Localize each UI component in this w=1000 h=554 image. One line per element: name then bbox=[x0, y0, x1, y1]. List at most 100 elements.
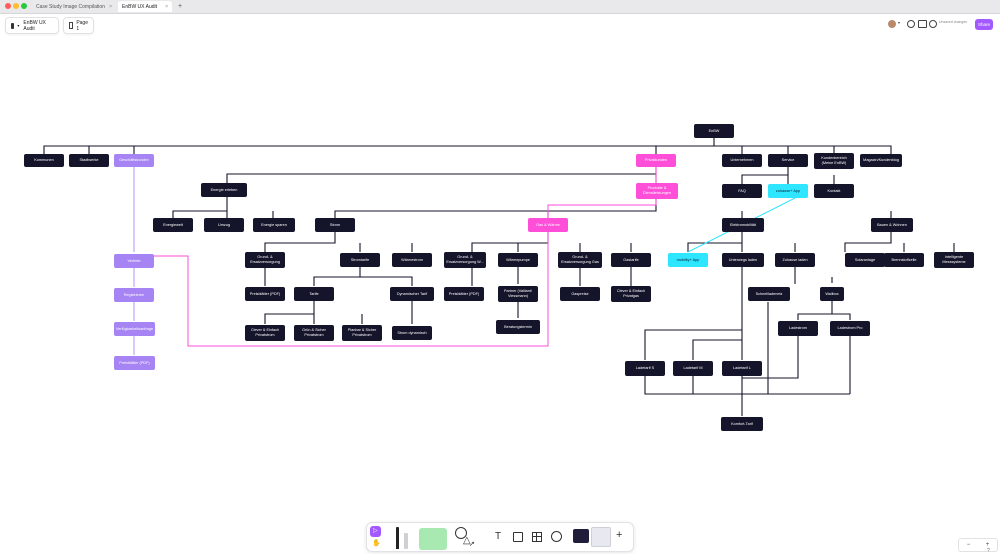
node-partner[interactable]: Partner (Vaillant/ Viessmann) bbox=[498, 286, 538, 302]
more-tools-icon[interactable]: + bbox=[616, 529, 623, 541]
section-tool-icon[interactable] bbox=[513, 532, 523, 542]
timer-icon[interactable] bbox=[929, 20, 937, 28]
node-vertrieb[interactable]: Vertrieb bbox=[114, 254, 154, 268]
figjam-logo-icon[interactable] bbox=[11, 22, 15, 29]
connector-arrow-icon[interactable]: ↗ bbox=[469, 541, 475, 548]
node-produkte-dienstleistungen[interactable]: Produkte & Dienstleistungen bbox=[636, 183, 678, 199]
select-tool-button[interactable] bbox=[370, 526, 381, 537]
node-umzug[interactable]: Umzug bbox=[204, 218, 244, 232]
node-magazin[interactable]: Magazin/Kundenblog bbox=[860, 154, 902, 167]
marker-tool[interactable] bbox=[404, 533, 408, 549]
new-tab-button[interactable]: + bbox=[178, 3, 183, 10]
node-beratungstermin[interactable]: Beratungstermin bbox=[496, 320, 540, 334]
node-solaranlage[interactable]: Solaranlage bbox=[845, 253, 885, 267]
close-window-icon[interactable] bbox=[5, 3, 11, 9]
node-verfuegbarkeitsanfrage[interactable]: Verfügbarkeitsanfrage bbox=[114, 322, 155, 336]
chevron-down-icon[interactable]: ▾ bbox=[17, 23, 20, 28]
node-unternehmen[interactable]: Unternehmen bbox=[722, 154, 762, 167]
widgets-tool[interactable] bbox=[573, 529, 589, 543]
zoom-controls: − + bbox=[958, 538, 998, 552]
node-energie-erleben[interactable]: Energie erleben bbox=[201, 183, 247, 197]
shape-circle-icon[interactable] bbox=[455, 527, 467, 539]
node-bauen-wohnen[interactable]: Bauen & Wohnen bbox=[871, 218, 913, 232]
node-energie-sparen[interactable]: Energie sparen bbox=[253, 218, 295, 232]
node-energiewelt[interactable]: Energiewelt bbox=[153, 218, 193, 232]
node-clever-strom[interactable]: Clever & Einfach Privatstrom bbox=[245, 325, 285, 341]
whiteboard-canvas[interactable] bbox=[0, 14, 1000, 554]
file-menu-pill[interactable]: ▾ EnBW UX Audit bbox=[5, 17, 59, 34]
node-geschaeftskunden[interactable]: Geschäftskunden bbox=[114, 154, 154, 167]
templates-tool[interactable] bbox=[591, 527, 611, 547]
node-waermestrom[interactable]: Wärmestrom bbox=[392, 253, 432, 267]
node-stadtwerke[interactable]: Stadtwerke bbox=[69, 154, 109, 167]
close-tab-icon[interactable]: × bbox=[165, 3, 168, 10]
node-grund-gas[interactable]: Grund- & Ersatzversorgung Gas bbox=[558, 252, 602, 268]
help-button[interactable]: ? bbox=[987, 548, 990, 554]
present-icon[interactable] bbox=[918, 20, 927, 28]
tab-case-study[interactable]: Case Study Image Compilation × bbox=[32, 1, 116, 12]
shape-triangle-icon[interactable]: △ bbox=[463, 535, 471, 546]
comment-icon[interactable] bbox=[907, 20, 915, 28]
node-messsysteme[interactable]: Intelligente Messsysteme bbox=[934, 252, 974, 268]
node-wallbox[interactable]: Wallbox bbox=[820, 287, 844, 301]
zoom-out-button[interactable]: − bbox=[966, 542, 971, 548]
node-komfort-tarif[interactable]: Komfort-Tarif bbox=[721, 417, 763, 431]
close-tab-icon[interactable]: × bbox=[109, 3, 112, 10]
file-name[interactable]: EnBW UX Audit bbox=[23, 19, 46, 32]
node-grund-strom[interactable]: Grund- & Ersatzversorgung bbox=[245, 252, 285, 268]
node-ladetarif-m[interactable]: Ladetarif M bbox=[673, 361, 713, 376]
node-dynamischer-tarif[interactable]: Dynamischer Tarif bbox=[390, 287, 434, 301]
node-faq[interactable]: FAQ bbox=[722, 184, 762, 198]
node-preisblaetter-waerme[interactable]: Preisblätter (PDF) bbox=[444, 287, 484, 301]
node-registrieren[interactable]: Registrieren bbox=[114, 288, 154, 302]
node-preisblaetter-gk[interactable]: Preisblätter (PDF) bbox=[114, 356, 155, 370]
node-kundenbereich[interactable]: Kundenbereich (Meine EnBW) bbox=[814, 153, 854, 169]
node-strom[interactable]: Strom bbox=[315, 218, 355, 232]
minimize-window-icon[interactable] bbox=[13, 3, 19, 9]
node-zuhause-laden[interactable]: Zuhause laden bbox=[775, 253, 815, 267]
node-brennstoffzelle[interactable]: Brennstoffzelle bbox=[884, 253, 924, 267]
node-preisblaetter-strom[interactable]: Preisblätter (PDF) bbox=[245, 287, 285, 301]
node-elektromobilitaet[interactable]: Elektromobilität bbox=[722, 218, 764, 232]
share-button[interactable]: Share bbox=[975, 19, 993, 30]
node-ladetarif-l[interactable]: Ladetarif L bbox=[722, 361, 762, 376]
node-schnellladenetz[interactable]: Schnellladenetz bbox=[748, 287, 790, 301]
node-clever-gas[interactable]: Clever & Einfach Privatgas bbox=[611, 286, 651, 302]
browser-tab-bar: Case Study Image Compilation × EnBW UX A… bbox=[0, 0, 1000, 14]
node-kontakt[interactable]: Kontakt bbox=[814, 184, 854, 198]
node-kommunen[interactable]: Kommunen bbox=[24, 154, 64, 167]
stamp-tool-icon[interactable] bbox=[551, 531, 562, 542]
node-tarife[interactable]: Tarife bbox=[294, 287, 334, 301]
node-grund-waerme[interactable]: Grund- & Ersatzversorgung W... bbox=[444, 252, 486, 268]
sticky-note-tool[interactable] bbox=[419, 528, 447, 550]
pen-tool[interactable] bbox=[396, 527, 399, 549]
tab-label: Case Study Image Compilation bbox=[36, 3, 105, 10]
text-tool-icon[interactable]: T bbox=[495, 531, 502, 542]
node-gas-waerme[interactable]: Gas & Wärme bbox=[528, 218, 568, 232]
hand-tool-icon[interactable]: ✋ bbox=[372, 540, 381, 547]
table-tool-icon[interactable] bbox=[532, 532, 542, 542]
node-unterwegs-laden[interactable]: Unterwegs laden bbox=[722, 253, 764, 267]
zoom-window-icon[interactable] bbox=[21, 3, 27, 9]
node-ladetarif-s[interactable]: Ladetarif S bbox=[625, 361, 665, 376]
user-avatar[interactable] bbox=[888, 20, 896, 28]
node-service[interactable]: Service bbox=[768, 154, 808, 167]
zoom-in-button[interactable]: + bbox=[985, 542, 990, 548]
node-zuhause-app[interactable]: zuhause+ App bbox=[768, 184, 808, 198]
tab-enbw-ux-audit[interactable]: EnBW UX Audit × bbox=[118, 1, 172, 12]
node-planbar-strom[interactable]: Planbar & Sicher Privatstrom bbox=[342, 325, 382, 341]
node-enbw[interactable]: EnBW bbox=[694, 124, 734, 138]
node-gruen-strom[interactable]: Grün & Sicher Privatstrom bbox=[294, 325, 334, 341]
chevron-down-icon[interactable]: ▾ bbox=[898, 20, 901, 25]
node-stromtarife[interactable]: Stromtarife bbox=[340, 253, 380, 267]
node-ladestrom[interactable]: Ladestrom bbox=[778, 321, 818, 336]
node-gastarife[interactable]: Gastarife bbox=[611, 253, 651, 267]
node-privatkunden[interactable]: Privatkunden bbox=[636, 154, 676, 167]
node-strom-dynamisch[interactable]: Strom dynamisch bbox=[392, 326, 432, 340]
node-ladestrom-pro[interactable]: Ladestrom Pro bbox=[830, 321, 870, 336]
page-selector[interactable]: Page 1 bbox=[63, 17, 94, 34]
node-mobility-app[interactable]: mobility+ App bbox=[668, 253, 708, 267]
page-icon bbox=[69, 22, 74, 29]
node-gaspreise[interactable]: Gaspreise bbox=[560, 287, 600, 301]
node-waermepumpe[interactable]: Wärmepumpe bbox=[498, 253, 538, 267]
